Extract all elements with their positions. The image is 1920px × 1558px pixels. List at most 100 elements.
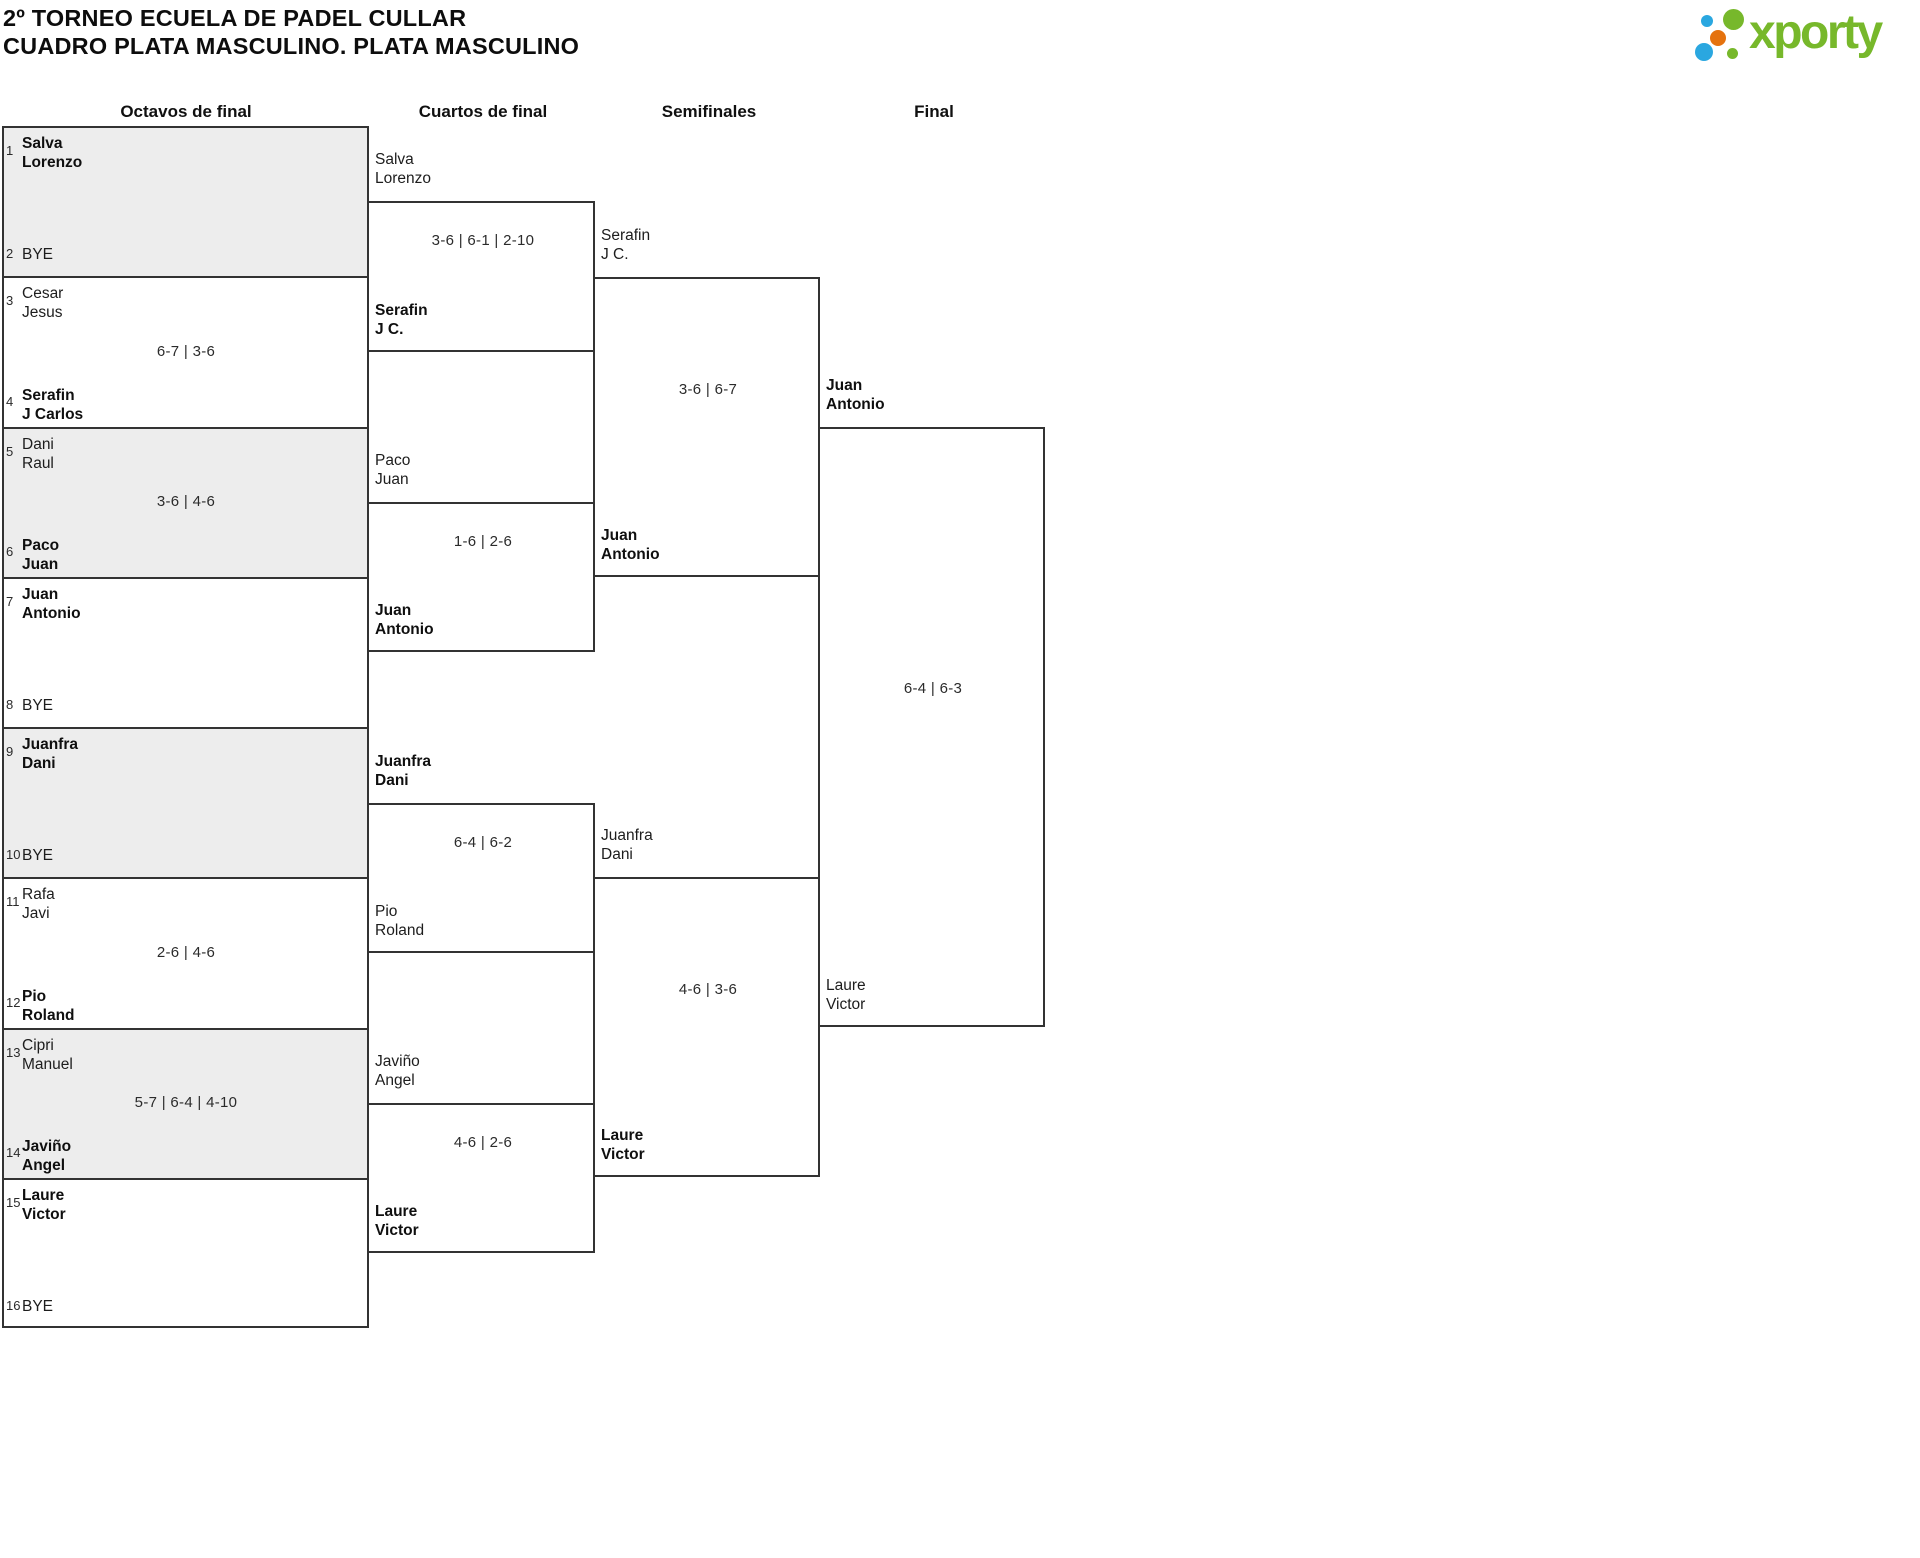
team-name: Juan bbox=[22, 556, 59, 573]
team-name: Dani bbox=[22, 755, 56, 772]
team-name: Laure bbox=[601, 1127, 644, 1144]
seed-number: 4 bbox=[6, 394, 14, 409]
team-name: Roland bbox=[22, 1007, 75, 1024]
team-name: Rafa bbox=[22, 886, 55, 903]
team-name: Lorenzo bbox=[375, 170, 432, 187]
page-title-line1: 2º TORNEO ECUELA DE PADEL CULLAR bbox=[3, 5, 467, 31]
match-box-octavos-1 bbox=[2, 126, 369, 276]
seed-number: 6 bbox=[6, 544, 14, 559]
team-name: Angel bbox=[375, 1072, 415, 1089]
match-box-octavos-8 bbox=[2, 1178, 369, 1328]
team-name: Pio bbox=[375, 903, 398, 920]
match-box-cuartos-4 bbox=[367, 1103, 595, 1253]
seed-number: 8 bbox=[6, 697, 14, 712]
match-score: 3-6 | 6-7 bbox=[678, 381, 738, 398]
seed-number: 1 bbox=[6, 143, 14, 158]
team-name: Juanfra bbox=[375, 753, 431, 770]
seed-number: 16 bbox=[6, 1298, 21, 1313]
match-score: 3-6 | 4-6 bbox=[156, 493, 216, 510]
team-name: Juan bbox=[375, 602, 412, 619]
team-name: Javiño bbox=[375, 1053, 420, 1070]
match-box-final-1 bbox=[818, 427, 1045, 1027]
seed-number: 7 bbox=[6, 594, 14, 609]
team-name: Raul bbox=[22, 455, 54, 472]
team-name: Serafin bbox=[22, 387, 75, 404]
seed-number: 3 bbox=[6, 293, 14, 308]
seed-number: 9 bbox=[6, 744, 14, 759]
team-name: Antonio bbox=[375, 621, 434, 638]
team-name: Laure bbox=[375, 1203, 418, 1220]
xporty-logo[interactable]: xporty bbox=[1692, 6, 1918, 68]
match-score: 6-4 | 6-2 bbox=[453, 834, 513, 851]
logo-dot-green-small bbox=[1726, 47, 1738, 59]
team-name: Salva bbox=[22, 135, 63, 152]
team-name: Dani bbox=[601, 846, 633, 863]
team-name: Juanfra bbox=[22, 736, 78, 753]
match-score: 1-6 | 2-6 bbox=[453, 533, 513, 550]
team-name: Juan bbox=[826, 377, 863, 394]
team-name: Antonio bbox=[22, 605, 81, 622]
seed-number: 2 bbox=[6, 246, 14, 261]
team-name: BYE bbox=[22, 1298, 54, 1315]
logo-dot-blue-large bbox=[1695, 43, 1713, 61]
logo-dot-green-large bbox=[1722, 8, 1744, 30]
team-name: Victor bbox=[375, 1222, 419, 1239]
match-box-cuartos-2 bbox=[367, 502, 595, 652]
seed-number: 14 bbox=[6, 1145, 21, 1160]
team-name: BYE bbox=[22, 246, 54, 263]
page-title-line2: CUADRO PLATA MASCULINO. PLATA MASCULINO bbox=[3, 33, 580, 59]
match-score: 4-6 | 3-6 bbox=[678, 981, 738, 998]
team-name: Antonio bbox=[601, 546, 660, 563]
round-header-cuartos: Cuartos de final bbox=[418, 102, 548, 121]
match-box-octavos-3 bbox=[2, 427, 369, 577]
team-name: Javi bbox=[22, 905, 50, 922]
team-name: J C. bbox=[601, 246, 629, 263]
team-name: Roland bbox=[375, 922, 425, 939]
team-name: Victor bbox=[22, 1206, 66, 1223]
match-score: 3-6 | 6-1 | 2-10 bbox=[431, 232, 535, 249]
team-name: Javiño bbox=[22, 1138, 72, 1155]
match-score: 2-6 | 4-6 bbox=[156, 943, 216, 961]
match-score: 6-4 | 6-3 bbox=[903, 680, 963, 697]
match-box-octavos-4 bbox=[2, 577, 369, 727]
match-score: 6-7 | 3-6 bbox=[156, 342, 216, 360]
team-name: Laure bbox=[826, 977, 866, 994]
team-name: Victor bbox=[601, 1146, 645, 1163]
round-header-octavos: Octavos de final bbox=[120, 102, 252, 121]
team-name: Cesar bbox=[22, 285, 64, 302]
team-name: Salva bbox=[375, 151, 414, 168]
team-name: J Carlos bbox=[22, 406, 84, 423]
match-box-semifinales-2 bbox=[593, 877, 820, 1177]
logo-dot-blue-small bbox=[1701, 15, 1713, 27]
seed-number: 10 bbox=[6, 847, 21, 862]
match-box-octavos-7 bbox=[2, 1028, 369, 1178]
team-name: Juan bbox=[601, 527, 638, 544]
team-name: BYE bbox=[22, 847, 54, 864]
team-name: Victor bbox=[826, 996, 866, 1013]
team-name: Juan bbox=[375, 471, 409, 488]
seed-number: 15 bbox=[6, 1195, 21, 1210]
round-header-semifinales: Semifinales bbox=[661, 102, 757, 121]
team-name: Paco bbox=[375, 452, 411, 469]
team-name: Serafin bbox=[375, 302, 428, 319]
team-name: Serafin bbox=[601, 227, 651, 244]
team-name: Juan bbox=[22, 586, 59, 603]
seed-number: 13 bbox=[6, 1045, 21, 1060]
team-name: Lorenzo bbox=[22, 154, 83, 171]
logo-wordmark: xporty bbox=[1749, 6, 1883, 59]
team-name: Angel bbox=[22, 1157, 66, 1174]
team-name: BYE bbox=[22, 697, 54, 714]
team-name: Pio bbox=[22, 988, 47, 1005]
match-score: 5-7 | 6-4 | 4-10 bbox=[134, 1094, 238, 1111]
match-box-cuartos-1 bbox=[367, 201, 595, 352]
seed-number: 12 bbox=[6, 995, 21, 1010]
team-name: Dani bbox=[22, 436, 54, 453]
page-title: 2º TORNEO ECUELA DE PADEL CULLAR CUADRO … bbox=[3, 4, 579, 60]
seed-number: 5 bbox=[6, 444, 14, 459]
seed-number: 11 bbox=[6, 894, 20, 909]
team-name: Dani bbox=[375, 772, 409, 789]
team-name: Cipri bbox=[22, 1037, 54, 1054]
team-name: Antonio bbox=[826, 396, 885, 413]
team-name: Paco bbox=[22, 537, 60, 554]
